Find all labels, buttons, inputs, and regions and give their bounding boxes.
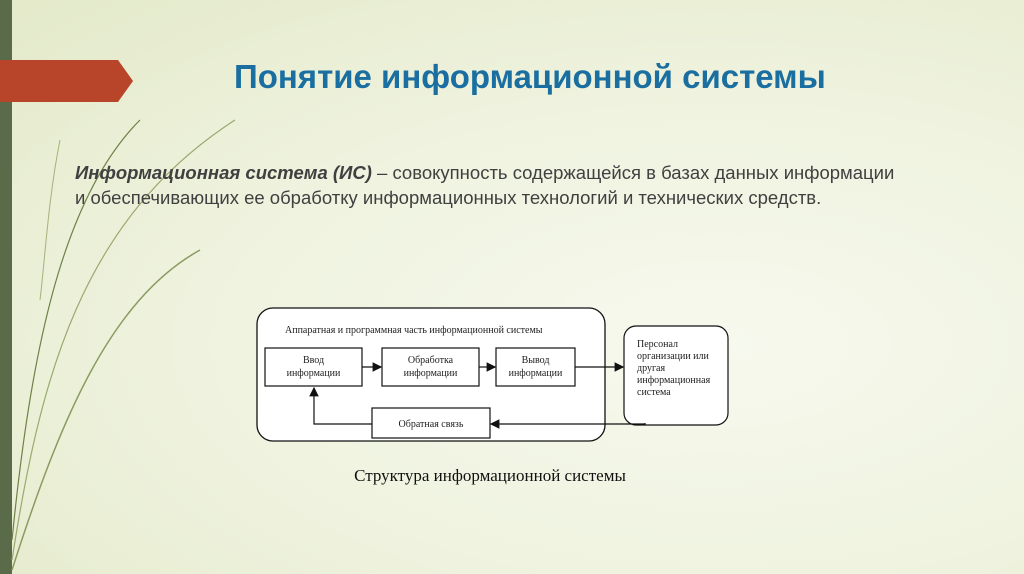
- left-accent-bar: [0, 0, 12, 574]
- svg-text:организации или: организации или: [637, 351, 710, 362]
- svg-text:информации: информации: [287, 368, 341, 379]
- svg-text:информации: информации: [404, 368, 458, 379]
- svg-text:Обратная связь: Обратная связь: [399, 419, 464, 430]
- svg-text:Вывод: Вывод: [522, 355, 550, 366]
- page-title: Понятие информационной системы: [234, 58, 826, 95]
- svg-text:Персонал: Персонал: [637, 339, 678, 350]
- definition-term: Информационная система (ИС): [75, 162, 372, 183]
- title-tab-arrow: [0, 60, 133, 102]
- definition-text: – совокупность содержащейся в базах данн…: [75, 162, 895, 208]
- svg-text:информации: информации: [509, 368, 563, 379]
- svg-text:Ввод: Ввод: [303, 355, 324, 366]
- input-box: Ввод информации: [264, 347, 363, 387]
- arrow-feedback-to-input: [309, 386, 372, 425]
- output-box: Вывод информации: [495, 347, 576, 387]
- arrow-personnel-to-feedback: [489, 419, 646, 429]
- svg-text:система: система: [637, 387, 671, 398]
- container-label: Аппаратная и программная часть информаци…: [285, 325, 543, 336]
- feedback-box: Обратная связь: [371, 407, 491, 439]
- definition-paragraph: Информационная система (ИС) – совокупнос…: [75, 160, 895, 210]
- svg-text:Обработка: Обработка: [408, 355, 454, 366]
- personnel-box: Персонал организации или другая информац…: [623, 325, 729, 426]
- diagram-caption: Структура информационной системы: [354, 466, 626, 485]
- svg-text:другая: другая: [637, 363, 665, 374]
- svg-text:информационная: информационная: [637, 375, 711, 386]
- processing-box: Обработка информации: [381, 347, 480, 387]
- is-structure-diagram: Аппаратная и программная часть информаци…: [256, 307, 729, 442]
- decorative-swirl: [11, 119, 236, 571]
